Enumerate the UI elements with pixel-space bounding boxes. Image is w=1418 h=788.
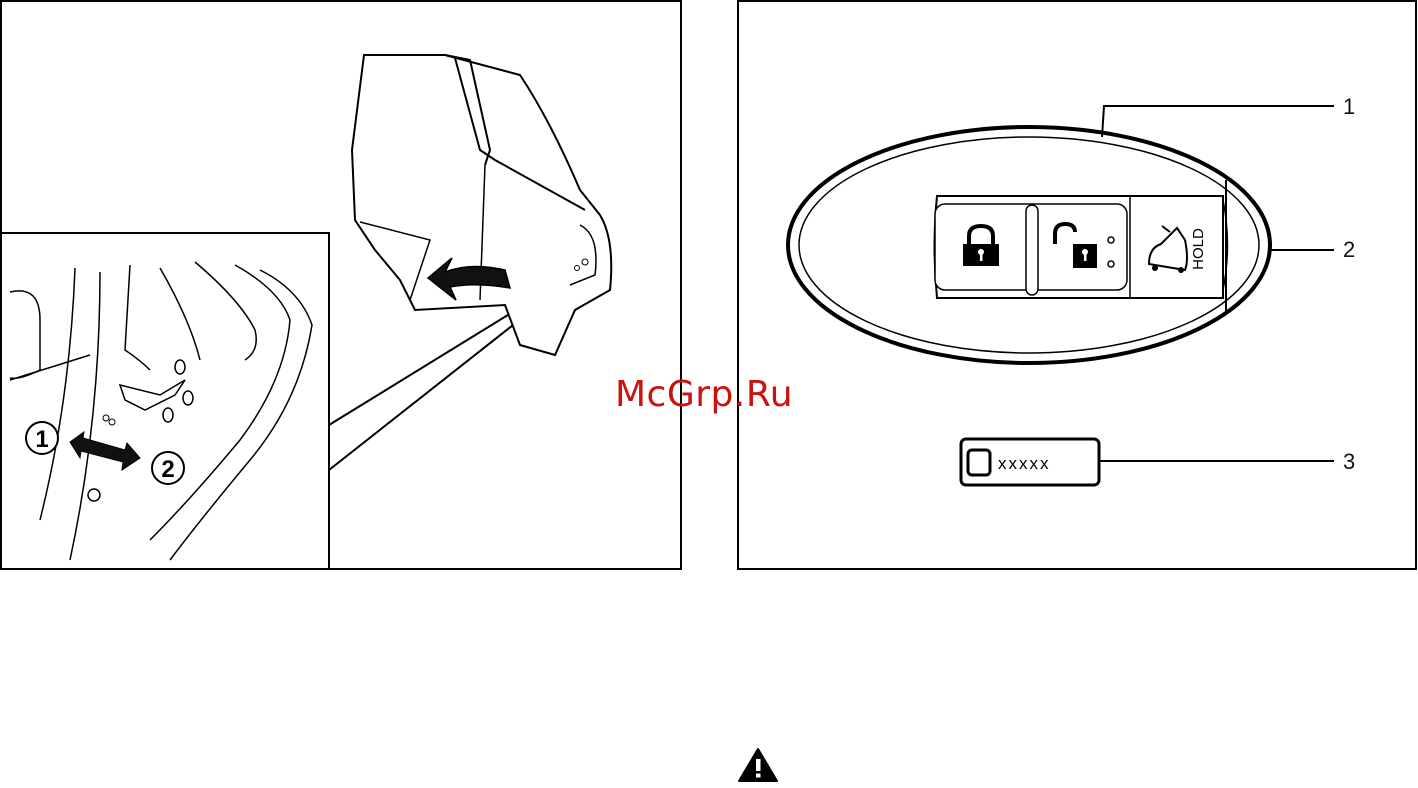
watermark-text: McGrp.Ru <box>615 374 793 415</box>
step-2-label: 2 <box>161 456 174 483</box>
hold-label: HOLD <box>1190 228 1207 270</box>
warning-triangle-icon <box>737 747 779 788</box>
key-number-tag: xxxxx <box>961 439 1099 485</box>
callout-1-number: 1 <box>1343 96 1355 118</box>
callout-3-number: 3 <box>1343 451 1355 473</box>
callout-2-number: 2 <box>1343 239 1355 261</box>
intelligent-key-illustration: HOLD xxxxx <box>737 0 1418 571</box>
left-figure-panel: 1 2 <box>0 0 682 571</box>
right-figure-panel: HOLD xxxxx <box>737 0 1418 571</box>
step-1-label: 1 <box>35 426 48 453</box>
door-lock-illustration: 1 2 <box>0 0 682 571</box>
key-number-text: xxxxx <box>998 454 1051 473</box>
